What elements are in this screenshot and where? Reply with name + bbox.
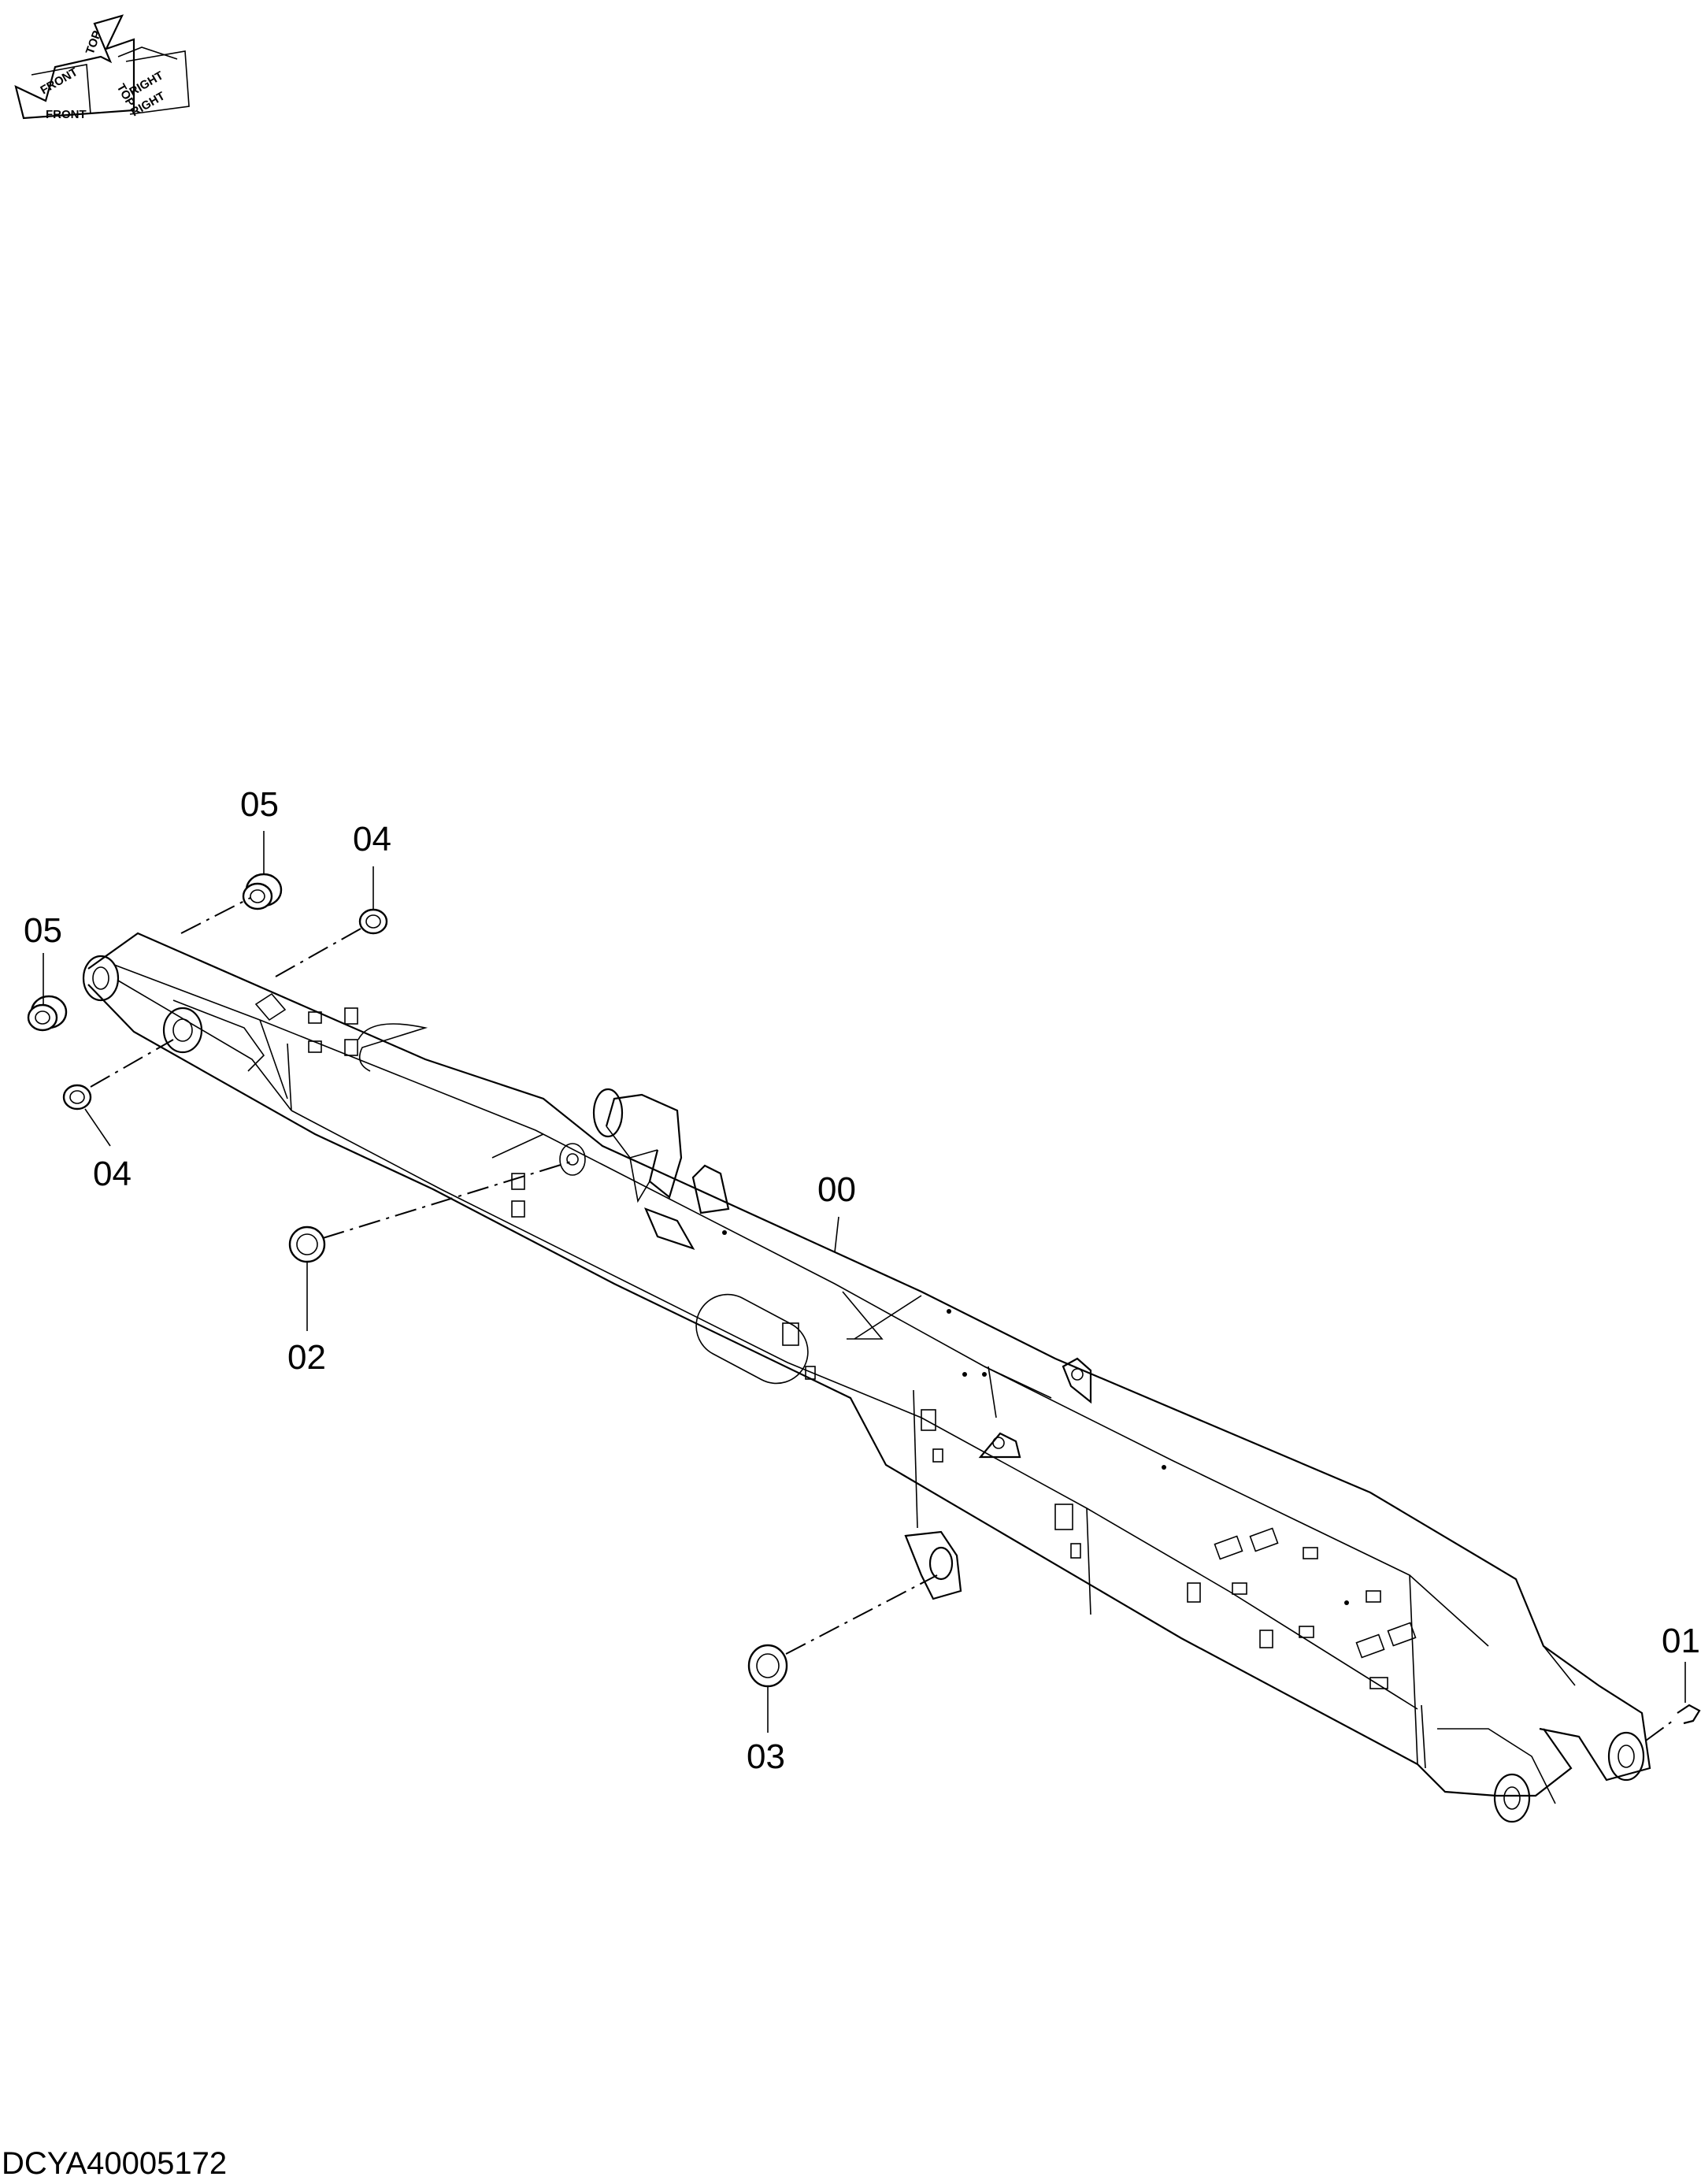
assembly-lines	[90, 897, 1677, 1741]
callout-05-top: 05	[240, 785, 279, 824]
part-02-ring	[288, 1225, 326, 1263]
callout-03: 03	[747, 1737, 785, 1776]
callout-01: 01	[1662, 1622, 1700, 1660]
leader-lines	[43, 831, 1686, 1733]
callout-05-left: 05	[24, 911, 62, 950]
part-03-ring	[747, 1644, 788, 1688]
top-label: TOP	[83, 29, 104, 57]
callout-00: 00	[817, 1170, 856, 1209]
callout-02: 02	[287, 1338, 326, 1377]
callout-04-top: 04	[353, 820, 391, 858]
front-label: FRONT	[46, 108, 87, 121]
part-05-left-bushing	[27, 995, 68, 1032]
part-01-pin	[1677, 1704, 1701, 1725]
orientation-icon: FRONT FRONT TOP TOP RIGHT RIGHT	[14, 14, 190, 121]
drawing-code: DCYA40005172	[2, 2146, 227, 2181]
callout-04-left: 04	[93, 1155, 132, 1193]
part-04-top-bushing	[358, 908, 388, 935]
boom-body	[82, 932, 1651, 1823]
part-04-left-bushing	[62, 1084, 92, 1111]
part-05-top-bushing	[242, 873, 283, 910]
